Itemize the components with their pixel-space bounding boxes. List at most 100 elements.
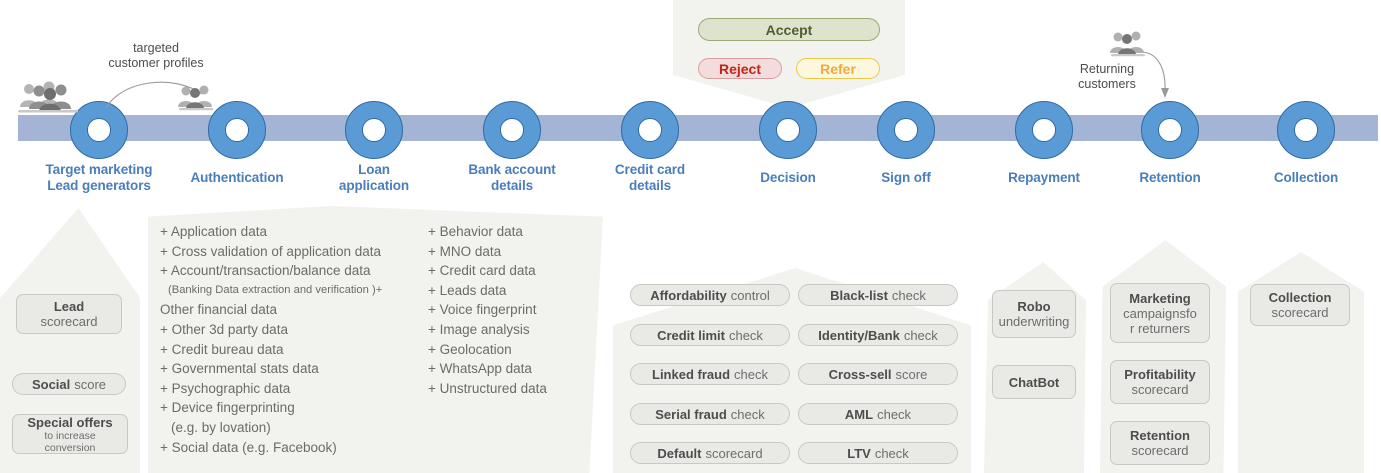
data-list-left-item: + Application data	[160, 224, 267, 239]
chip-collection-scorecard[interactable]: Collection scorecard	[1250, 284, 1350, 326]
chip-cross-sell-score[interactable]: Cross-sell score	[798, 363, 958, 385]
node-label-collection: Collection	[1273, 170, 1339, 185]
chip-marketing-campaigns[interactable]: Marketing campaignsfo r returners	[1110, 283, 1210, 343]
chip-normal: check	[730, 406, 765, 422]
targeted-profiles-arrow	[105, 81, 203, 109]
data-list-left-item: + Device fingerprinting	[160, 400, 295, 416]
chip-credit-limit-check[interactable]: Credit limit check	[630, 324, 790, 346]
node-sign-off[interactable]	[877, 101, 935, 159]
chip-normal: check	[877, 406, 912, 422]
node-credit-card-details[interactable]	[621, 101, 679, 159]
data-list-left-item: + Psychographic data	[160, 380, 291, 396]
node-hole	[638, 118, 662, 142]
data-list-left: + Application data + Cross validation of…	[160, 222, 382, 457]
chip-retention-scorecard[interactable]: Retention scorecard	[1110, 421, 1210, 465]
data-list-left-item: + Other 3d party data	[160, 321, 288, 337]
chip-default-scorecard[interactable]: Default scorecard	[630, 442, 790, 464]
node-label-target-marketing: Target marketing Lead generators	[45, 162, 153, 193]
data-list-right-item: + Leads data	[428, 282, 507, 298]
chip-special-offers-bold: Special offers	[27, 414, 113, 430]
decision-reject-chip[interactable]: Reject	[698, 58, 782, 79]
returning-customers-arrow	[1142, 51, 1169, 98]
data-list-left-item: (Banking Data extraction and verificatio…	[168, 283, 383, 296]
people-group-icon-retention	[1108, 28, 1154, 58]
data-list-right-item: + Unstructured data	[428, 380, 547, 396]
chip-bold: Serial fraud	[655, 406, 727, 422]
chip-linked-fraud-check[interactable]: Linked fraud check	[630, 363, 790, 385]
node-hole	[1294, 118, 1318, 142]
decision-accept-chip[interactable]: Accept	[698, 18, 880, 41]
panel-data	[148, 206, 603, 473]
node-decision[interactable]	[759, 101, 817, 159]
chip-normal: check	[728, 327, 763, 343]
chip-lead-scorecard[interactable]: Lead scorecard	[16, 294, 122, 334]
data-list-left-item: + Account/transaction/balance data	[160, 263, 371, 279]
data-list-right-item: + Credit card data	[428, 263, 536, 279]
chip-bold: Profitability	[1124, 367, 1196, 382]
decision-refer-chip[interactable]: Refer	[796, 58, 880, 79]
node-loan-application[interactable]	[345, 101, 403, 159]
chip-robo-underwriting[interactable]: Robo underwriting	[992, 290, 1076, 338]
node-hole	[362, 118, 386, 142]
node-label-authentication: Authentication	[190, 170, 284, 185]
node-label-credit-card: Credit card details	[614, 162, 686, 193]
data-list-right-item: + Image analysis	[428, 321, 530, 337]
people-group-icon-left	[16, 79, 86, 113]
data-list-left-item: + Social data (e.g. Facebook)	[160, 439, 337, 455]
chip-black-list-check[interactable]: Black-list check	[798, 284, 958, 306]
chip-normal: scorecard	[1271, 305, 1329, 320]
node-label-retention: Retention	[1139, 170, 1201, 185]
node-hole	[1158, 118, 1182, 142]
node-collection[interactable]	[1277, 101, 1335, 159]
chip-bold: Marketing	[1129, 290, 1191, 306]
decision-reject-label: Reject	[718, 60, 762, 77]
chip-special-offers[interactable]: Special offers to increase conversion	[12, 414, 128, 454]
chip-bold: Identity/Bank	[818, 327, 900, 343]
data-list-left-item: Other financial data	[160, 302, 278, 318]
data-list-right-item: + Geolocation	[428, 341, 512, 357]
people-group-icon-authentication	[176, 82, 222, 112]
chip-bold: Collection	[1268, 290, 1332, 305]
node-hole	[87, 118, 111, 142]
node-hole	[776, 118, 800, 142]
decision-callout-panel	[673, 0, 905, 104]
chip-social-score-bold: Social	[31, 376, 71, 392]
node-target-marketing[interactable]	[70, 101, 128, 159]
node-bank-account-details[interactable]	[483, 101, 541, 159]
node-hole	[894, 118, 918, 142]
node-hole	[225, 118, 249, 142]
chip-affordability-control[interactable]: Affordability control	[630, 284, 790, 306]
chip-normal: scorecard	[1131, 382, 1189, 397]
chip-lead-scorecard-normal: scorecard	[40, 314, 98, 329]
annotation-targeted-profiles: targeted customer profiles	[108, 41, 204, 70]
chip-bold: Retention	[1130, 428, 1190, 443]
chip-bold: Affordability	[650, 287, 727, 303]
chip-social-score-normal: score	[74, 376, 107, 392]
chip-chatbot[interactable]: ChatBot	[992, 365, 1076, 399]
chip-normal: check	[874, 445, 909, 461]
chip-serial-fraud-check[interactable]: Serial fraud check	[630, 403, 790, 425]
data-list-right-item: + Behavior data	[428, 224, 523, 239]
chip-ltv-check[interactable]: LTV check	[798, 442, 958, 464]
chip-identity-bank-check[interactable]: Identity/Bank check	[798, 324, 958, 346]
chip-normal: control	[730, 287, 770, 303]
chip-aml-check[interactable]: AML check	[798, 403, 958, 425]
data-list-right-item: + MNO data	[428, 243, 502, 259]
data-list-right-item: + WhatsApp data	[428, 361, 532, 377]
chip-bold: Default	[657, 445, 702, 461]
chip-social-score[interactable]: Social score	[12, 373, 126, 395]
chip-profitability-scorecard[interactable]: Profitability scorecard	[1110, 360, 1210, 404]
chip-normal: scorecard	[705, 445, 763, 461]
chip-bold: Robo	[1017, 299, 1051, 314]
data-list-left-item: (e.g. by lovation)	[171, 419, 271, 435]
node-retention[interactable]	[1141, 101, 1199, 159]
chip-bold: LTV	[847, 445, 871, 461]
node-hole	[1032, 118, 1056, 142]
node-authentication[interactable]	[208, 101, 266, 159]
node-repayment[interactable]	[1015, 101, 1073, 159]
chip-bold: Black-list	[830, 287, 888, 303]
chip-normal: underwriting	[998, 314, 1070, 329]
chip-normal: score	[895, 366, 928, 382]
chip-bold: ChatBot	[1008, 374, 1060, 390]
chip-special-offers-normal: to increase conversion	[44, 429, 96, 454]
